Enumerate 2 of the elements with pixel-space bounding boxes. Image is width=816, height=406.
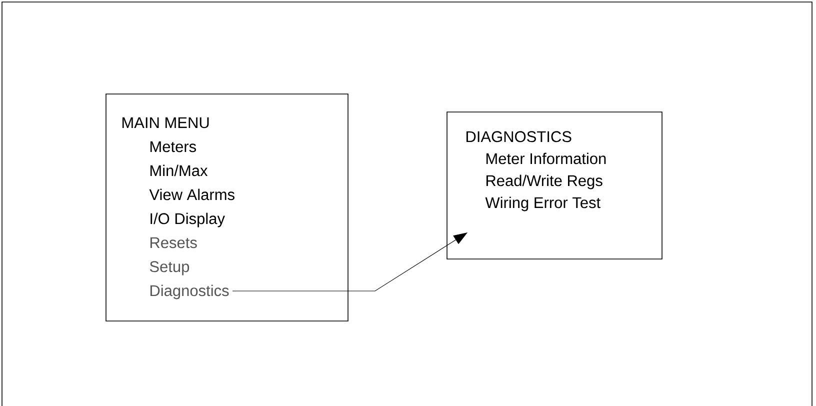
menu-item: Diagnostics	[150, 284, 229, 300]
menu-box: DIAGNOSTICS Meter Information Read/Write Regs Wiring Error Test	[446, 112, 662, 260]
